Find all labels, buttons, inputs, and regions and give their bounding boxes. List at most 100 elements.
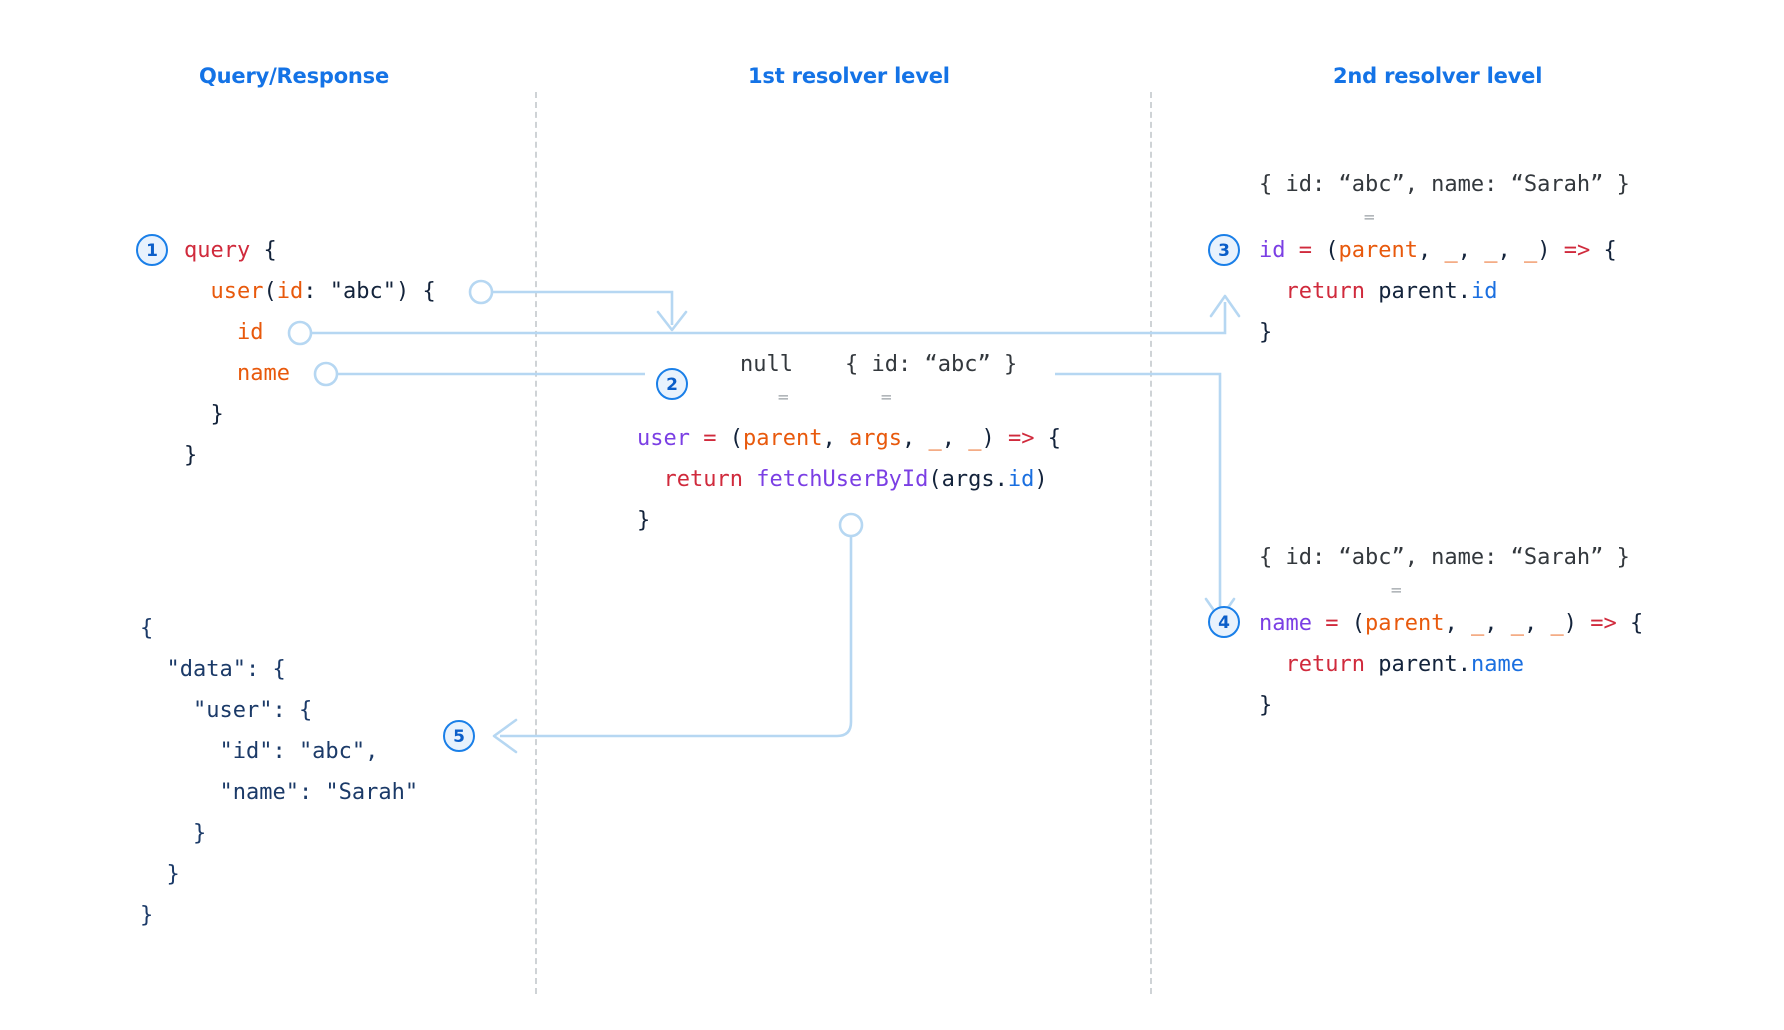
code-token: , (1417, 238, 1445, 263)
code-line: query { (184, 230, 436, 271)
column-divider-right (1150, 92, 1152, 994)
code-token: name (236, 361, 290, 386)
code-token: , (822, 426, 849, 451)
column-header-first-resolver: 1st resolver level (748, 64, 950, 88)
code-token: , (1457, 238, 1485, 263)
resolver1-parent-equals: = (777, 388, 790, 406)
arrow-into-response (492, 718, 518, 754)
code-token (1259, 652, 1286, 677)
code-token: => (1576, 611, 1630, 636)
code-token: query (184, 238, 251, 263)
code-token: { (1603, 238, 1617, 263)
code-token: _ (1444, 238, 1458, 263)
code-token: , (1497, 238, 1524, 263)
step-badge-5[interactable]: 5 (443, 720, 475, 752)
code-token: id (1259, 238, 1286, 263)
code-token: } (184, 443, 198, 468)
json-response-block: { "data": { "user": { "id": "abc", "name… (140, 608, 418, 936)
graphql-query-block: query { user(id: "abc") { id name }} (184, 230, 436, 476)
code-token: parent (1378, 279, 1458, 304)
code-token: } (1259, 693, 1273, 718)
code-token: , (1484, 611, 1511, 636)
code-token (743, 467, 756, 492)
code-token: name (1470, 652, 1524, 677)
code-line: } (184, 435, 436, 476)
code-token: } (637, 508, 651, 533)
resolver-level1-code: user = (parent, args, _, _) => { return … (637, 418, 1061, 541)
resolver-level2-name-code: name = (parent, _, _, _) => { return par… (1259, 603, 1643, 726)
code-token: = (1285, 238, 1326, 263)
code-token: id (236, 320, 264, 345)
code-line: } (637, 500, 1061, 541)
code-token: ) (1537, 238, 1551, 263)
step-badge-3[interactable]: 3 (1208, 234, 1240, 266)
resolver1-args-equals: = (880, 388, 893, 406)
code-token: } (1259, 320, 1273, 345)
code-token: _ (1470, 611, 1485, 636)
code-token: args (941, 467, 995, 492)
code-token: return (1285, 279, 1365, 304)
code-token: . (1457, 652, 1471, 677)
code-token (1365, 652, 1378, 677)
code-token (184, 320, 237, 345)
step-badge-1[interactable]: 1 (136, 234, 168, 266)
column-divider-left (535, 92, 537, 994)
step-badge-4[interactable]: 4 (1208, 606, 1240, 638)
code-token: , (941, 426, 969, 451)
code-line: id (184, 312, 436, 353)
code-token: ( (729, 426, 743, 451)
code-token: _ (1523, 238, 1538, 263)
code-line: } (140, 903, 154, 928)
code-token: : (303, 279, 330, 304)
code-token: ) (1034, 467, 1048, 492)
code-line: name (184, 353, 436, 394)
code-token: , (1444, 611, 1471, 636)
code-token: = (1311, 611, 1352, 636)
code-token: , (1523, 611, 1551, 636)
column-header-query-response: Query/Response (199, 64, 390, 88)
arrow-into-resolver-3 (1209, 294, 1241, 318)
code-token: parent (1364, 611, 1445, 636)
code-token: name (1259, 611, 1312, 636)
code-token: fetchUserById (756, 467, 929, 492)
code-line: "user": { (140, 698, 313, 723)
code-line: user(id: "abc") { (184, 271, 436, 312)
code-token: args (848, 426, 902, 451)
resolver1-parent-value: null (740, 352, 793, 377)
code-line: } (140, 862, 180, 887)
code-token: user (210, 279, 264, 304)
code-token: = (689, 426, 730, 451)
resolver-level2-id-code: id = (parent, _, _, _) => { return paren… (1259, 230, 1617, 353)
code-token: return (663, 467, 743, 492)
step-badge-2[interactable]: 2 (656, 368, 688, 400)
resolver3-parent-equals: = (1363, 208, 1376, 226)
code-line: } (1259, 312, 1617, 353)
code-line: return fetchUserById(args.id) (637, 459, 1061, 500)
code-token: parent (742, 426, 823, 451)
code-token: . (994, 467, 1008, 492)
resolver4-parent-equals: = (1390, 581, 1403, 599)
code-token: ( (928, 467, 942, 492)
code-line: return parent.id (1259, 271, 1617, 312)
arrow-into-resolver-1 (656, 310, 688, 332)
code-token: , (901, 426, 929, 451)
code-token: id (1470, 279, 1498, 304)
code-token: return (1285, 652, 1365, 677)
code-token: { (1629, 611, 1644, 636)
code-token: ( (1325, 238, 1339, 263)
code-token: id (1007, 467, 1035, 492)
resolver4-parent-value: { id: “abc”, name: “Sarah” } (1259, 545, 1630, 570)
code-token: { (250, 238, 277, 263)
code-line: } (140, 821, 207, 846)
resolver3-parent-value: { id: “abc”, name: “Sarah” } (1259, 172, 1630, 197)
code-line: } (1259, 685, 1643, 726)
code-line: name = (parent, _, _, _) => { (1259, 603, 1643, 644)
code-token: parent (1378, 652, 1458, 677)
code-token: parent (1338, 238, 1418, 263)
code-line: "name": "Sarah" (140, 780, 419, 805)
code-token: ) { (395, 279, 436, 304)
code-token: ) (1563, 611, 1577, 636)
socket-user (468, 279, 494, 305)
code-token: _ (1510, 611, 1524, 636)
